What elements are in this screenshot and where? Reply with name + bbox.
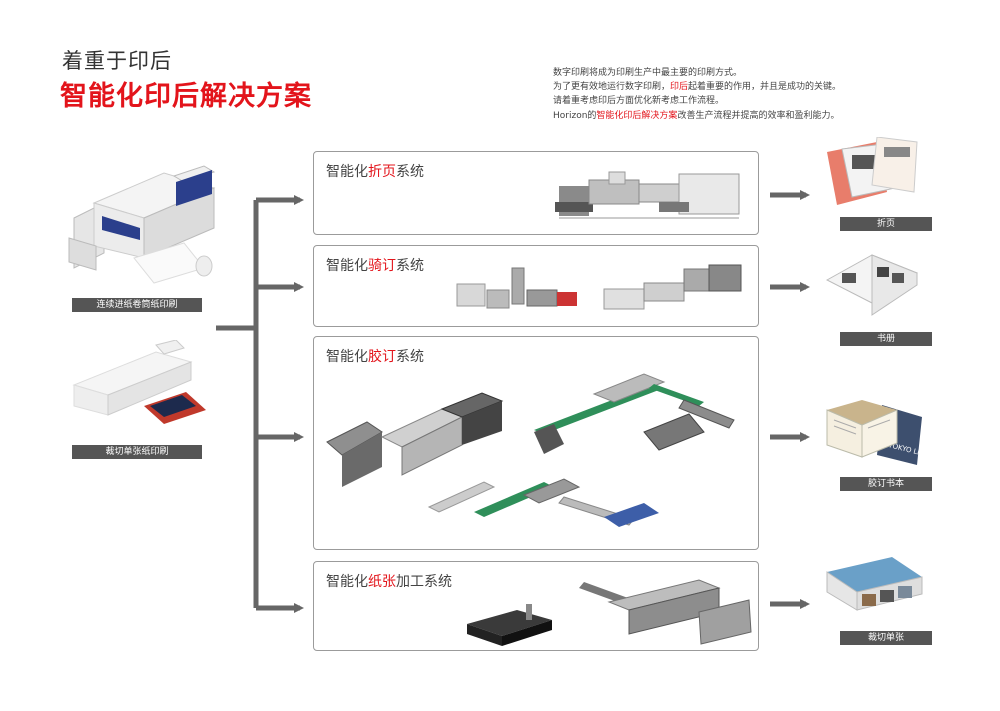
intro-line-2-b: 起着重要的作用，并且是成功的关键。 <box>688 82 842 93</box>
sheet-cutter-illustration <box>467 604 552 646</box>
output-booklet-illustration <box>825 254 919 316</box>
roll-printer-illustration <box>68 165 216 284</box>
sheet-printer-illustration <box>72 340 206 424</box>
panel-title-perfect: 智能化胶订系统 <box>326 346 424 366</box>
output-label-booklet: 书册 <box>840 332 932 346</box>
panel-title-sheet: 智能化纸张加工系统 <box>326 571 452 591</box>
intro-line-1: 数字印刷将成为印刷生产中最主要的印刷方式。 <box>553 68 743 78</box>
output-folding-illustration <box>827 137 918 205</box>
folding-line-illustration <box>555 171 740 219</box>
intro-line-4-a: Horizon的 <box>553 110 597 121</box>
output-label-folding: 折页 <box>840 217 932 231</box>
saddle-line-illustration-2 <box>603 264 742 310</box>
panel-folding-system: 智能化折页系统 <box>313 151 759 235</box>
panel-saddle-system: 智能化骑订系统 <box>313 245 759 327</box>
panel-title-folding: 智能化折页系统 <box>326 161 424 181</box>
intro-line-2: 为了更有效地运行数字印刷，印后起着重要的作用，并且是成功的关键。 <box>553 80 841 94</box>
output-cut-sheets-illustration <box>826 557 923 611</box>
input-label-sheet: 裁切单张纸印刷 <box>72 445 202 459</box>
panel-sheet-processing-system: 智能化纸张加工系统 <box>313 561 759 651</box>
title-suffix: 系统 <box>396 258 424 274</box>
title-highlight: 骑订 <box>368 258 396 274</box>
page-title: 智能化印后解决方案 <box>60 81 312 112</box>
intro-line-2-highlight: 印后 <box>670 82 689 93</box>
title-suffix: 加工系统 <box>396 574 452 590</box>
title-suffix: 系统 <box>396 164 424 180</box>
output-book-illustration: TOKYO LIFE <box>826 400 928 465</box>
title-prefix: 智能化 <box>326 258 368 274</box>
title-highlight: 纸张 <box>368 574 396 590</box>
title-prefix: 智能化 <box>326 164 368 180</box>
intro-line-4-b: 改善生产流程并提高的效率和盈利能力。 <box>677 110 840 121</box>
title-prefix: 智能化 <box>326 574 368 590</box>
perfect-binder-illustration-3 <box>427 478 659 527</box>
intro-line-3: 请着重考虑印后方面优化新考虑工作流程。 <box>553 96 725 107</box>
page-subtitle: 着重于印后 <box>62 49 172 73</box>
title-highlight: 胶订 <box>368 349 396 365</box>
intro-line-4: Horizon的智能化印后解决方案改善生产流程并提高的效率和盈利能力。 <box>553 109 841 123</box>
title-suffix: 系统 <box>396 349 424 365</box>
input-label-roll: 连续进纸卷筒纸印刷 <box>72 298 202 312</box>
panel-perfect-binding-system: 智能化胶订系统 <box>313 336 759 550</box>
saddle-line-illustration-1 <box>456 267 577 309</box>
title-highlight: 折页 <box>368 164 396 180</box>
output-label-cut-sheets: 裁切单张 <box>840 631 932 645</box>
intro-line-2-a: 为了更有效地运行数字印刷， <box>553 82 671 93</box>
intro-text: 数字印刷将成为印刷生产中最主要的印刷方式。 为了更有效地运行数字印刷，印后起着重… <box>553 66 841 123</box>
perfect-binder-illustration-2 <box>534 373 735 454</box>
sheet-line-illustration <box>579 579 752 645</box>
output-label-book: 胶订书本 <box>840 477 932 491</box>
intro-line-4-highlight: 智能化印后解决方案 <box>596 110 678 121</box>
panel-title-saddle: 智能化骑订系统 <box>326 255 424 275</box>
title-prefix: 智能化 <box>326 349 368 365</box>
perfect-binder-illustration-1 <box>326 392 504 487</box>
